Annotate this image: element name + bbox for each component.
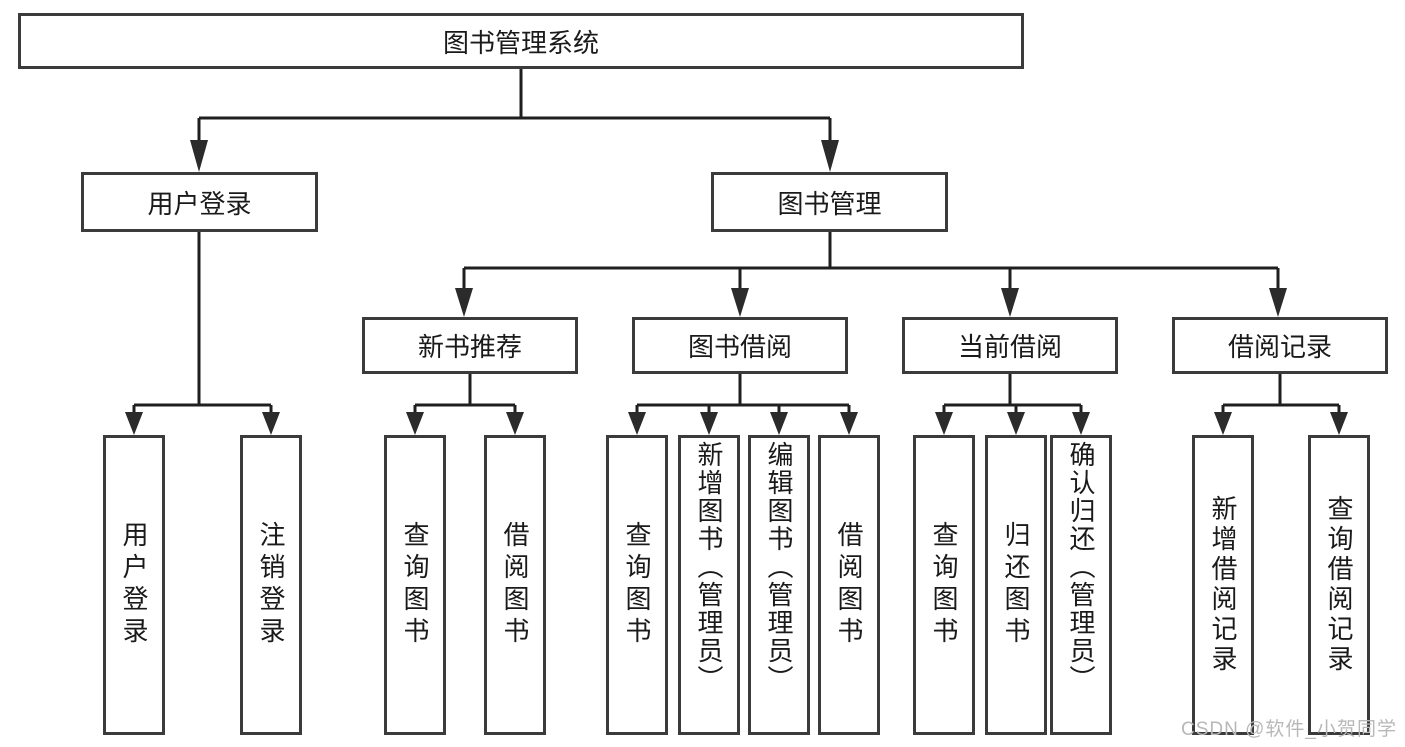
connector-group-book-manage	[455, 232, 1287, 317]
node-root[interactable]	[18, 13, 1024, 69]
node-current-borrow[interactable]	[902, 317, 1118, 374]
arrow-head-leaf-query-borrow-record	[1330, 412, 1348, 435]
arrow-head-leaf-confirm-return-admin	[1072, 412, 1090, 435]
arrow-head-leaf-query-book-current	[935, 412, 953, 435]
node-leaf-borrow-book[interactable]	[818, 435, 880, 735]
arrow-head-book-manage	[821, 140, 839, 172]
node-leaf-add-book-admin[interactable]	[678, 435, 740, 735]
arrow-head-book-borrow	[731, 288, 749, 317]
node-leaf-user-login[interactable]	[103, 435, 165, 735]
connector-group-user-login	[125, 232, 280, 435]
connector-group-current-borrow	[935, 374, 1090, 435]
node-borrow-record[interactable]	[1172, 317, 1388, 374]
arrow-head-leaf-add-borrow-record	[1214, 412, 1232, 435]
node-leaf-add-borrow-record[interactable]	[1192, 435, 1254, 735]
arrow-head-leaf-query-book-recommend	[406, 412, 424, 435]
node-leaf-query-book-recommend[interactable]	[384, 435, 446, 735]
arrow-head-leaf-add-book-admin	[700, 412, 718, 435]
node-new-book-recommend[interactable]	[362, 317, 578, 374]
connector-group-root	[190, 69, 839, 172]
arrow-head-new-book-recommend	[455, 288, 473, 317]
arrow-head-leaf-edit-book-admin	[770, 412, 788, 435]
arrow-head-leaf-logout	[262, 412, 280, 435]
node-leaf-borrow-book-recommend[interactable]	[484, 435, 546, 735]
arrow-head-leaf-borrow-book	[840, 412, 858, 435]
arrow-head-user-login	[190, 140, 208, 172]
node-leaf-query-book-current[interactable]	[913, 435, 975, 735]
arrow-head-leaf-return-book	[1007, 412, 1025, 435]
arrow-head-leaf-borrow-book-recommend	[506, 412, 524, 435]
node-leaf-query-borrow-record[interactable]	[1308, 435, 1370, 735]
connector-group-borrow-record	[1214, 374, 1348, 435]
arrow-head-leaf-user-login	[125, 412, 143, 435]
node-book-borrow[interactable]	[632, 317, 848, 374]
node-user-login[interactable]	[81, 172, 318, 232]
arrow-head-leaf-query-book-borrow	[628, 412, 646, 435]
node-leaf-return-book[interactable]	[985, 435, 1047, 735]
connector-group-book-borrow	[628, 374, 858, 435]
node-book-manage[interactable]	[711, 172, 948, 232]
node-leaf-edit-book-admin[interactable]	[748, 435, 810, 735]
node-leaf-query-book-borrow[interactable]	[606, 435, 668, 735]
node-leaf-logout[interactable]	[240, 435, 302, 735]
node-leaf-confirm-return-admin[interactable]	[1050, 435, 1112, 735]
arrow-head-current-borrow	[1001, 288, 1019, 317]
connector-group-new-book-recommend	[406, 374, 524, 435]
arrow-head-borrow-record	[1269, 288, 1287, 317]
